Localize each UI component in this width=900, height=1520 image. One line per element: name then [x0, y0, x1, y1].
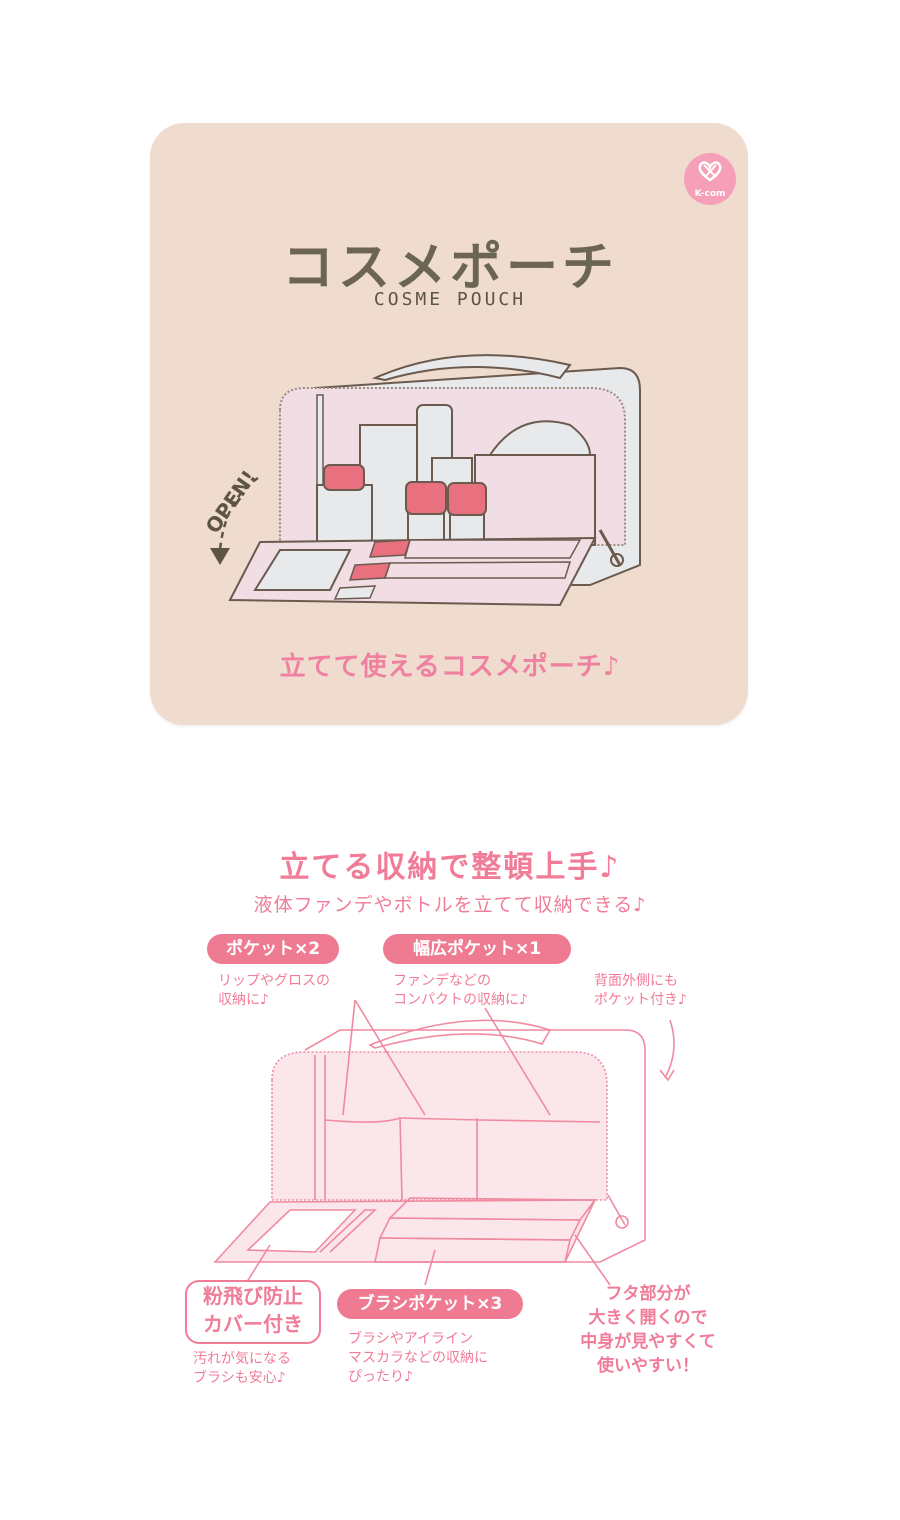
pouch-illustration-outline — [213, 1000, 675, 1286]
pocket-x2-badge: ポケット×2 — [207, 934, 339, 964]
feature-subline: 液体ファンデやボトルを立てて収納できる♪ — [253, 894, 647, 916]
back-pocket-note: 背面外側にも ポケット付き♪ — [594, 973, 687, 1008]
lid-callout: フタ部分が 大きく開くので 中身が見やすくて 使いやすい！ — [580, 1284, 716, 1376]
open-label: OPEN! — [201, 466, 261, 538]
brand-logo: K-com — [684, 153, 736, 205]
tagline: 立てて使えるコスメポーチ♪ — [279, 652, 621, 682]
powder-cover-badge: 粉飛び防止 カバー付き — [185, 1280, 321, 1344]
wide-pocket-badge: 幅広ポケット×1 — [383, 934, 571, 964]
brand-logo-label: K-com — [694, 189, 726, 199]
product-title-en: COSME POUCH — [373, 289, 527, 310]
pouch-illustration-color: OPEN! — [201, 354, 641, 607]
powder-cover-note: 汚れが気になる ブラシも安心♪ — [193, 1351, 291, 1386]
pocket-x2-note: リップやグロスの 収納に♪ — [218, 973, 330, 1008]
wide-pocket-note: ファンデなどの コンパクトの収納に♪ — [393, 973, 528, 1008]
heart-icon — [698, 161, 722, 182]
feature-headline: 立てる収納で整頓上手♪ — [279, 850, 621, 885]
product-title-jp: コスメポーチ — [281, 238, 618, 298]
brush-pocket-badge: ブラシポケット×3 — [337, 1289, 523, 1319]
brush-pocket-note: ブラシやアイライン マスカラなどの収納に ぴったり♪ — [348, 1331, 488, 1385]
